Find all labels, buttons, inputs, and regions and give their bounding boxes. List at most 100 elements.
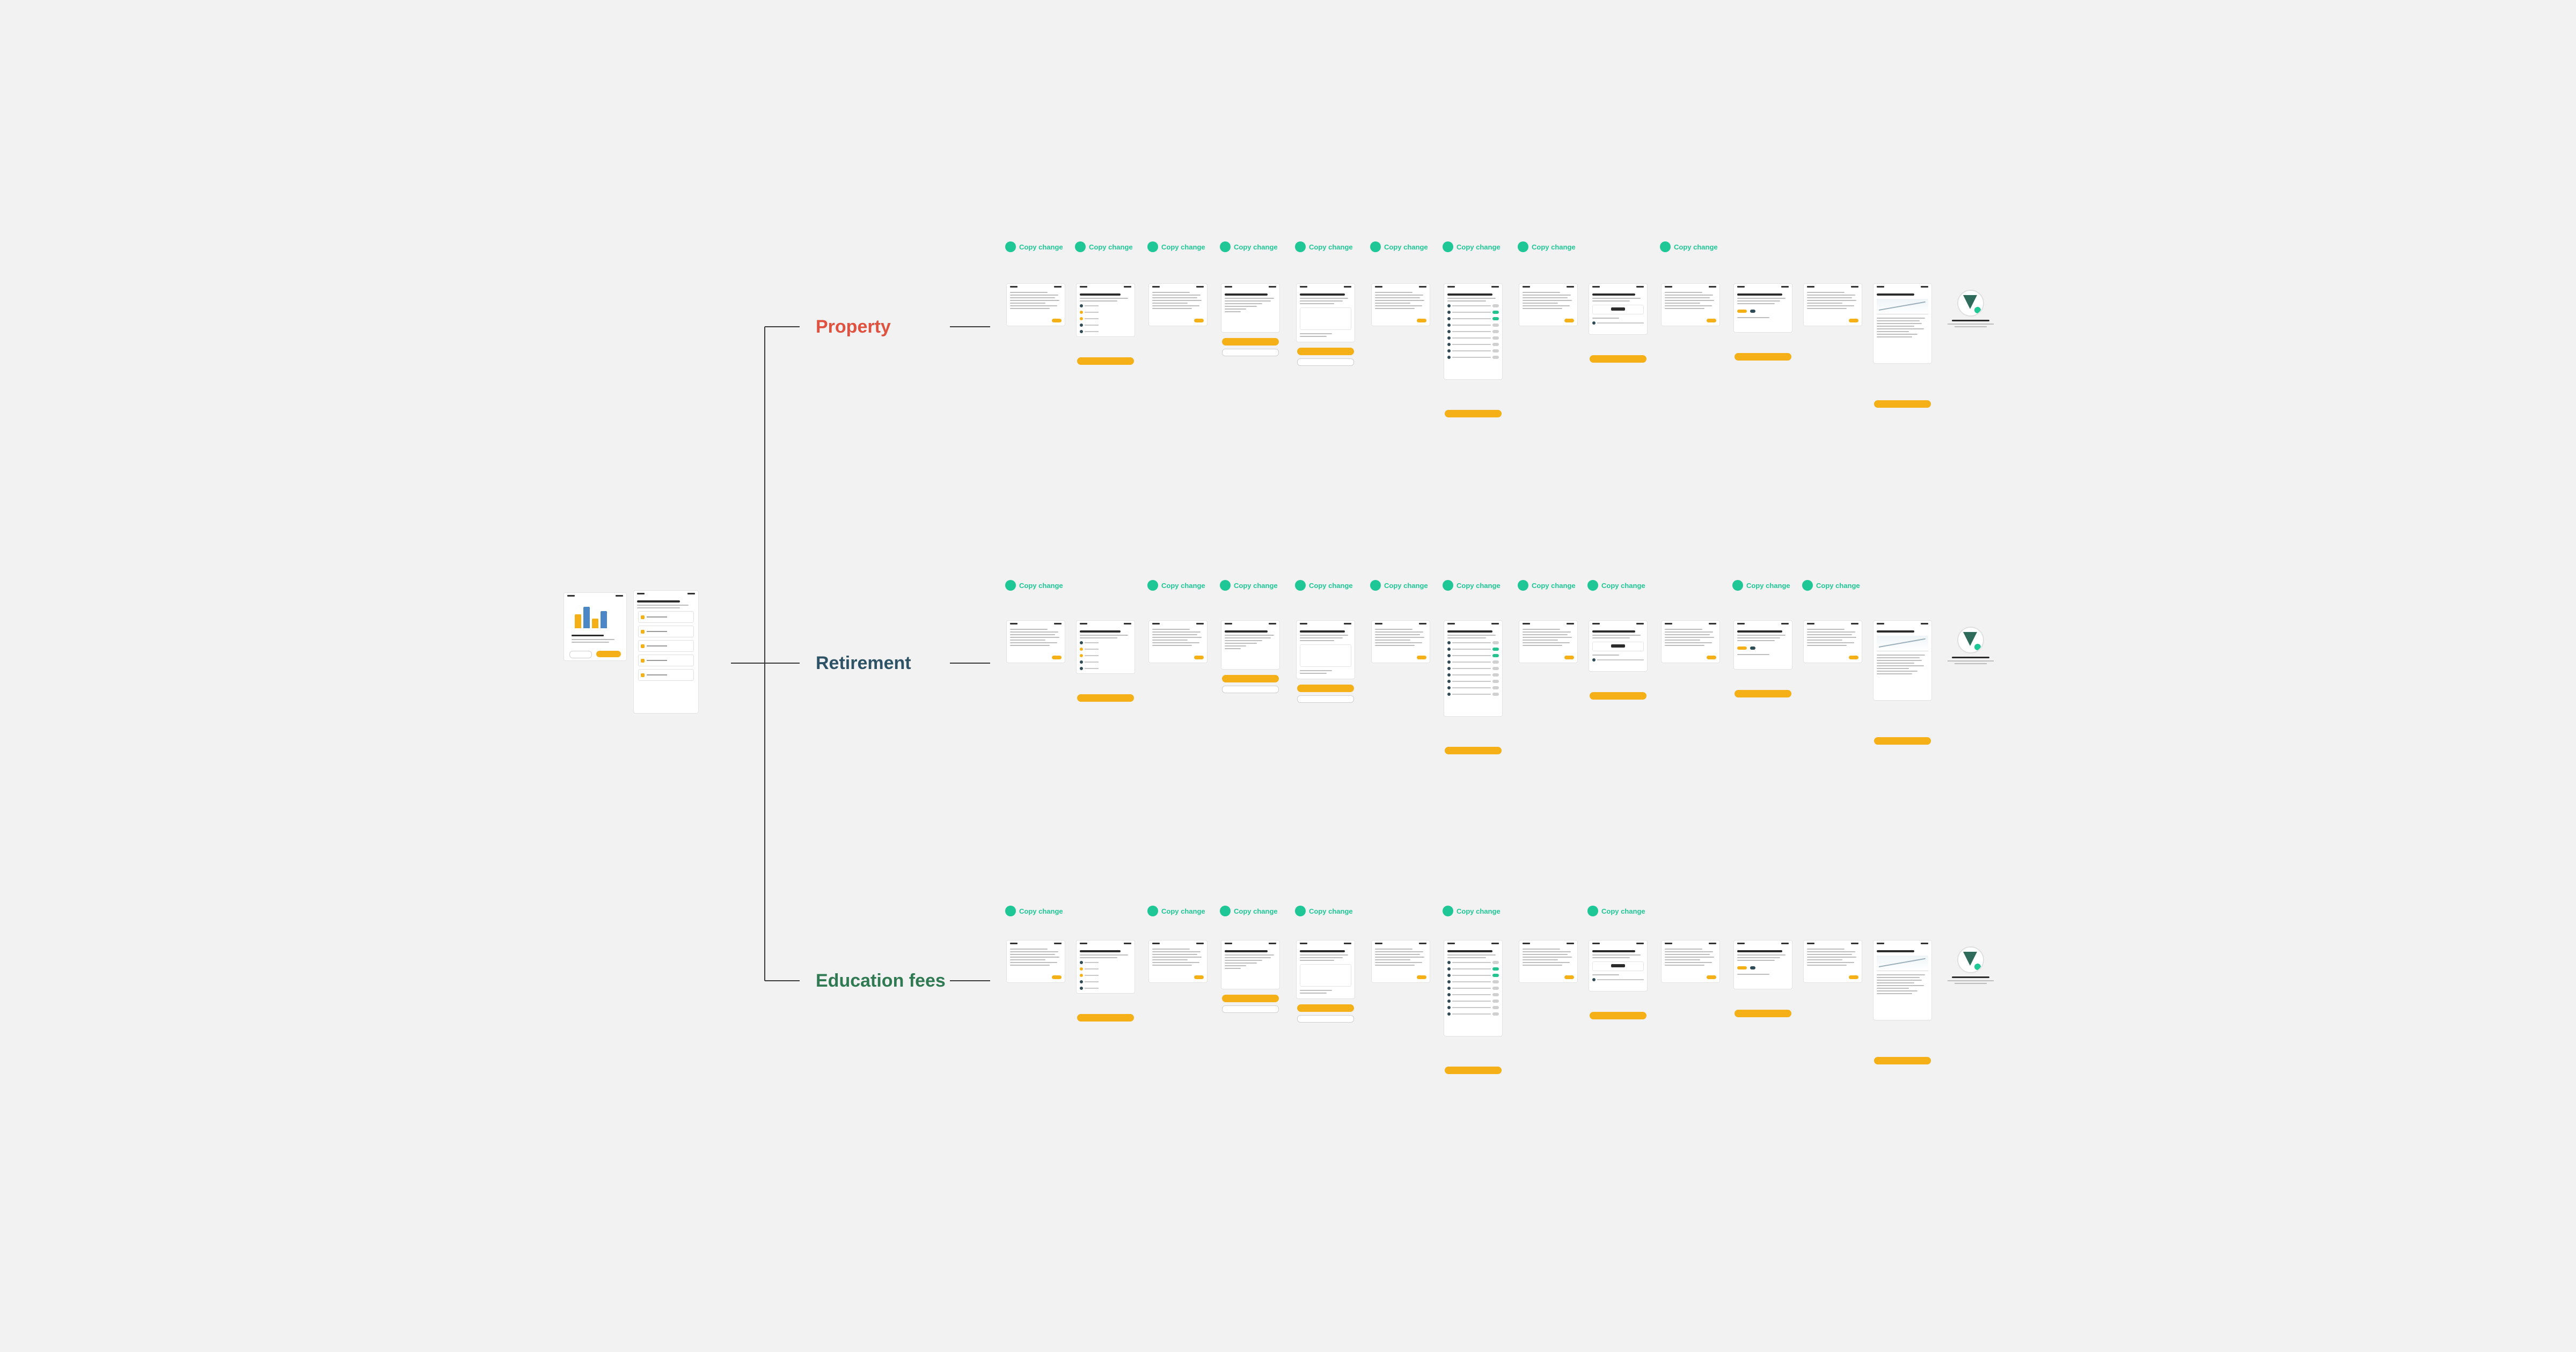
toggle-switch[interactable] (1492, 317, 1499, 320)
continue-button[interactable] (1590, 692, 1646, 700)
finish-button[interactable] (1874, 400, 1931, 408)
toggle-switch[interactable] (1492, 660, 1499, 664)
secondary-button[interactable] (1297, 358, 1354, 366)
next-button[interactable] (1707, 975, 1716, 979)
next-button[interactable] (1194, 975, 1204, 979)
goal-option[interactable] (638, 640, 694, 652)
toggle-switch[interactable] (1492, 667, 1499, 670)
toggle-row[interactable] (1447, 960, 1499, 965)
toggle-row[interactable] (1447, 993, 1499, 997)
toggle-row[interactable] (1447, 653, 1499, 658)
continue-button[interactable] (1445, 1067, 1502, 1074)
toggle-row[interactable] (1447, 342, 1499, 347)
toggle-switch[interactable] (1492, 356, 1499, 359)
next-button[interactable] (1417, 319, 1426, 322)
toggle-switch[interactable] (1492, 304, 1499, 307)
next-button[interactable] (1194, 319, 1204, 322)
choice-row[interactable] (1080, 647, 1131, 651)
continue-button[interactable] (1590, 1012, 1646, 1019)
toggle-row[interactable] (1447, 679, 1499, 684)
toggle-switch[interactable] (1492, 648, 1499, 651)
next-button[interactable] (1052, 656, 1062, 659)
choice-row[interactable] (1080, 666, 1131, 671)
toggle-row[interactable] (1447, 641, 1499, 645)
toggle-switch[interactable] (1492, 641, 1499, 644)
choice-row[interactable] (1080, 653, 1131, 658)
goal-option[interactable] (638, 669, 694, 681)
toggle-switch[interactable] (1492, 1000, 1499, 1003)
toggle-switch[interactable] (1492, 1012, 1499, 1016)
next-button[interactable] (1849, 656, 1858, 659)
choice-row[interactable] (1080, 304, 1131, 308)
choice-row[interactable] (1080, 980, 1131, 984)
toggle-row[interactable] (1447, 986, 1499, 990)
toggle-row[interactable] (1447, 1012, 1499, 1016)
continue-button[interactable] (1077, 357, 1134, 365)
toggle-row[interactable] (1447, 980, 1499, 984)
next-button[interactable] (1564, 656, 1574, 659)
toggle-switch[interactable] (1492, 1006, 1499, 1009)
toggle-row[interactable] (1447, 355, 1499, 359)
toggle-switch[interactable] (1492, 349, 1499, 352)
toggle-row[interactable] (1447, 349, 1499, 353)
toggle-row[interactable] (1447, 310, 1499, 314)
primary-button[interactable] (1297, 348, 1354, 355)
toggle-row[interactable] (1447, 666, 1499, 671)
chip[interactable] (1750, 966, 1755, 969)
toggle-row[interactable] (1447, 317, 1499, 321)
toggle-switch[interactable] (1492, 654, 1499, 657)
toggle-switch[interactable] (1492, 673, 1499, 677)
amount-field[interactable] (1592, 642, 1644, 651)
choice-row[interactable] (1080, 986, 1131, 990)
next-button[interactable] (1564, 975, 1574, 979)
choice-row[interactable] (1080, 329, 1131, 334)
next-button[interactable] (1052, 319, 1062, 322)
choice-row[interactable] (1080, 317, 1131, 321)
continue-button[interactable] (1735, 1010, 1791, 1017)
choice-row[interactable] (1080, 310, 1131, 314)
toggle-row[interactable] (1447, 647, 1499, 651)
secondary-button[interactable] (1297, 695, 1354, 703)
primary-button[interactable] (1297, 1004, 1354, 1012)
secondary-button[interactable] (1222, 349, 1279, 356)
toggle-switch[interactable] (1492, 311, 1499, 314)
next-button[interactable] (1849, 319, 1858, 322)
secondary-button[interactable] (1222, 686, 1279, 693)
toggle-switch[interactable] (1492, 686, 1499, 689)
choice-row[interactable] (1080, 960, 1131, 965)
chip[interactable] (1737, 646, 1747, 650)
continue-button[interactable] (1590, 355, 1646, 363)
input-card[interactable] (1300, 307, 1351, 330)
toggle-row[interactable] (1447, 660, 1499, 664)
toggle-switch[interactable] (1492, 967, 1499, 971)
primary-button[interactable] (1297, 685, 1354, 692)
continue-button[interactable] (1077, 694, 1134, 702)
continue-button[interactable] (1735, 690, 1791, 697)
toggle-switch[interactable] (1492, 987, 1499, 990)
toggle-switch[interactable] (1492, 980, 1499, 983)
continue-button[interactable] (1445, 410, 1502, 417)
toggle-switch[interactable] (1492, 693, 1499, 696)
toggle-row[interactable] (1447, 692, 1499, 696)
next-button[interactable] (1417, 975, 1426, 979)
toggle-switch[interactable] (1492, 680, 1499, 683)
amount-field[interactable] (1592, 961, 1644, 971)
finish-button[interactable] (1874, 1057, 1931, 1064)
toggle-switch[interactable] (1492, 974, 1499, 977)
input-card[interactable] (1300, 964, 1351, 987)
toggle-row[interactable] (1447, 323, 1499, 327)
toggle-row[interactable] (1447, 336, 1499, 340)
toggle-row[interactable] (1447, 673, 1499, 677)
toggle-switch[interactable] (1492, 336, 1499, 340)
toggle-row[interactable] (1447, 1005, 1499, 1010)
next-button[interactable] (1849, 975, 1858, 979)
next-button[interactable] (1564, 319, 1574, 322)
secondary-button[interactable] (1297, 1015, 1354, 1023)
goal-option[interactable] (638, 611, 694, 623)
choice-row[interactable] (1080, 641, 1131, 645)
amount-field[interactable] (1592, 305, 1644, 314)
secondary-button[interactable] (1222, 1005, 1279, 1013)
next-button[interactable] (1707, 656, 1716, 659)
next-button[interactable] (1417, 656, 1426, 659)
next-button[interactable] (1707, 319, 1716, 322)
